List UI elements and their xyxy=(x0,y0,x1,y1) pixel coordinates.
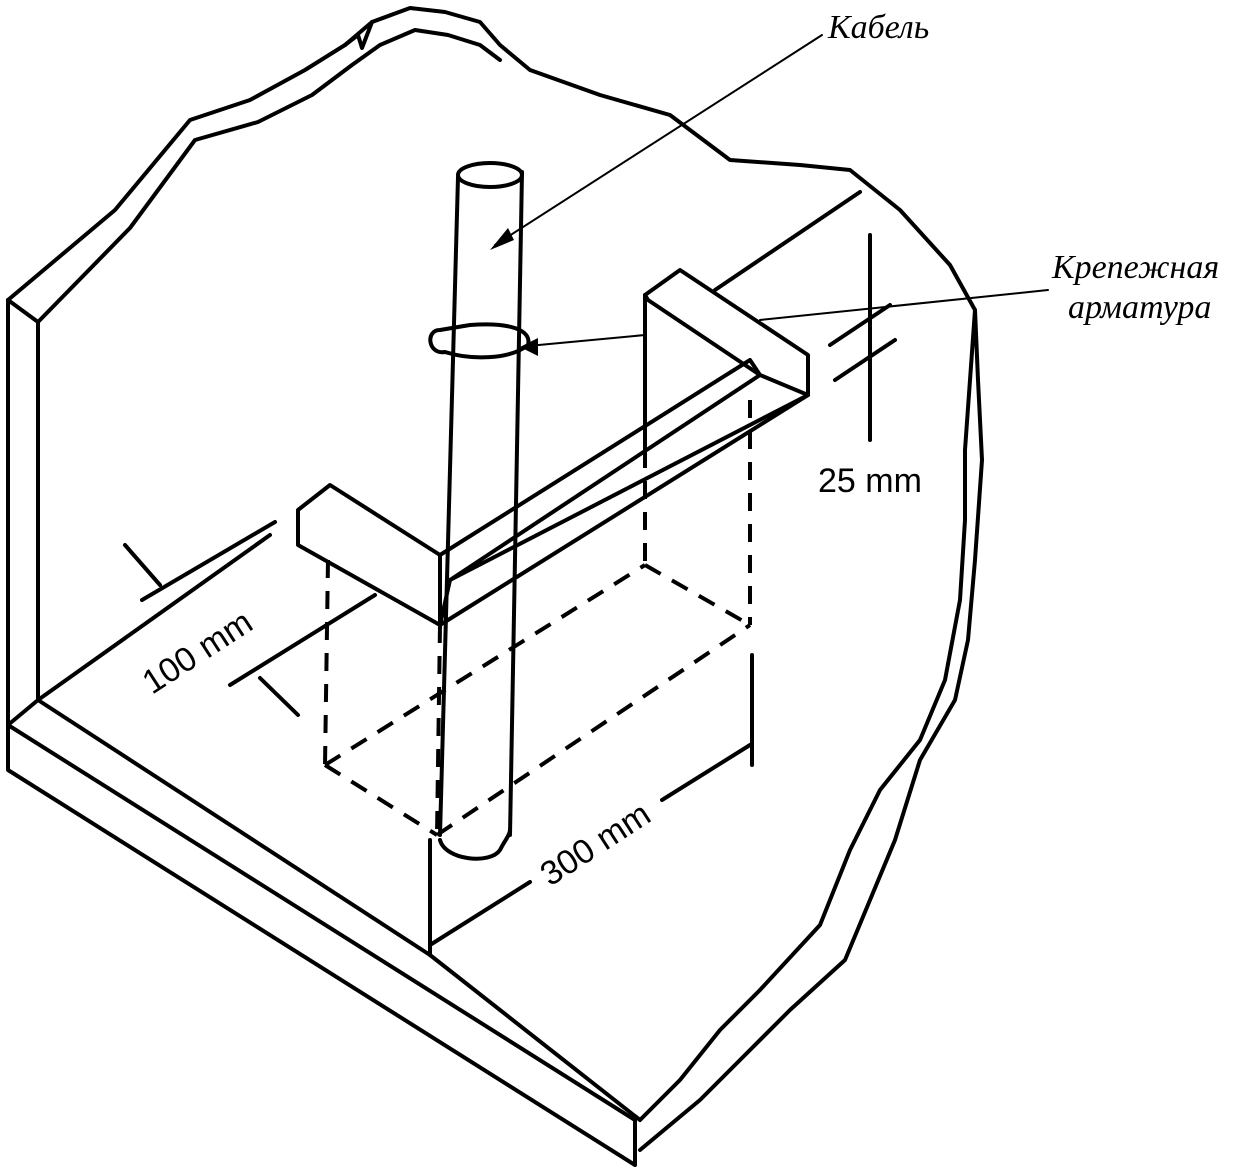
bracket-bottom-edge xyxy=(438,393,810,627)
dashed-bottom-front xyxy=(435,623,752,837)
floor-back-line-right xyxy=(713,190,862,292)
dashed-vertical-left xyxy=(323,559,330,766)
dim-25-tick-top xyxy=(828,303,892,347)
cable xyxy=(428,161,531,861)
cable-right-edge xyxy=(508,170,524,837)
dim-100-extension-bottom xyxy=(258,676,300,717)
fixture-leader-line xyxy=(759,289,1049,321)
dim-100-line-bottom xyxy=(228,593,377,687)
dim-300-label: 300 mm xyxy=(534,795,658,894)
cable-leader-line xyxy=(494,34,823,246)
cable-top-end xyxy=(456,161,524,189)
cable-clamp-loop xyxy=(428,322,531,360)
back-wall-inner-edge xyxy=(36,28,502,324)
dim-100-line-top xyxy=(140,520,277,602)
back-wall-notch xyxy=(343,20,374,50)
dashed-bottom-back xyxy=(323,563,647,767)
dashed-bottom-left xyxy=(323,763,439,837)
bracket-main-bar xyxy=(438,358,762,627)
back-wall xyxy=(6,6,984,1152)
leader-lines xyxy=(490,34,1049,356)
fixture-label-line1: Крепежная xyxy=(1051,249,1219,286)
fixture-label-line2: арматура xyxy=(1068,289,1211,326)
bracket-left-arm xyxy=(296,483,442,627)
fixture-leader-line-inner xyxy=(527,334,646,347)
floor-slab xyxy=(6,190,862,1167)
cable-label: Кабель xyxy=(827,9,929,46)
floor-front-edge xyxy=(6,723,637,1167)
dim-300-line-right xyxy=(660,743,752,802)
floor-back-line xyxy=(36,533,272,702)
floor-left-edge xyxy=(6,298,40,727)
floor-inner-line xyxy=(36,698,642,1122)
dim-300-line-left xyxy=(428,880,532,947)
bracket-front-edge xyxy=(448,393,810,582)
dim-100-extension-top xyxy=(123,543,162,587)
dashed-vertical-center xyxy=(435,624,442,836)
cable-leader-arrowhead xyxy=(490,228,514,250)
fixture-leader-arrowhead xyxy=(520,338,538,356)
dashed-bottom-right xyxy=(644,563,751,627)
hidden-projection-box xyxy=(323,400,752,837)
back-wall-right-thickness xyxy=(638,308,984,1152)
dimension-lines xyxy=(123,233,897,947)
back-wall-outer-edge xyxy=(6,6,977,1122)
dim-25-tick-bottom xyxy=(833,338,897,382)
fixture-bracket xyxy=(296,268,810,627)
cable-left-edge xyxy=(438,175,460,837)
dim-25-label: 25 mm xyxy=(818,462,922,500)
cable-bottom-end xyxy=(438,828,512,861)
